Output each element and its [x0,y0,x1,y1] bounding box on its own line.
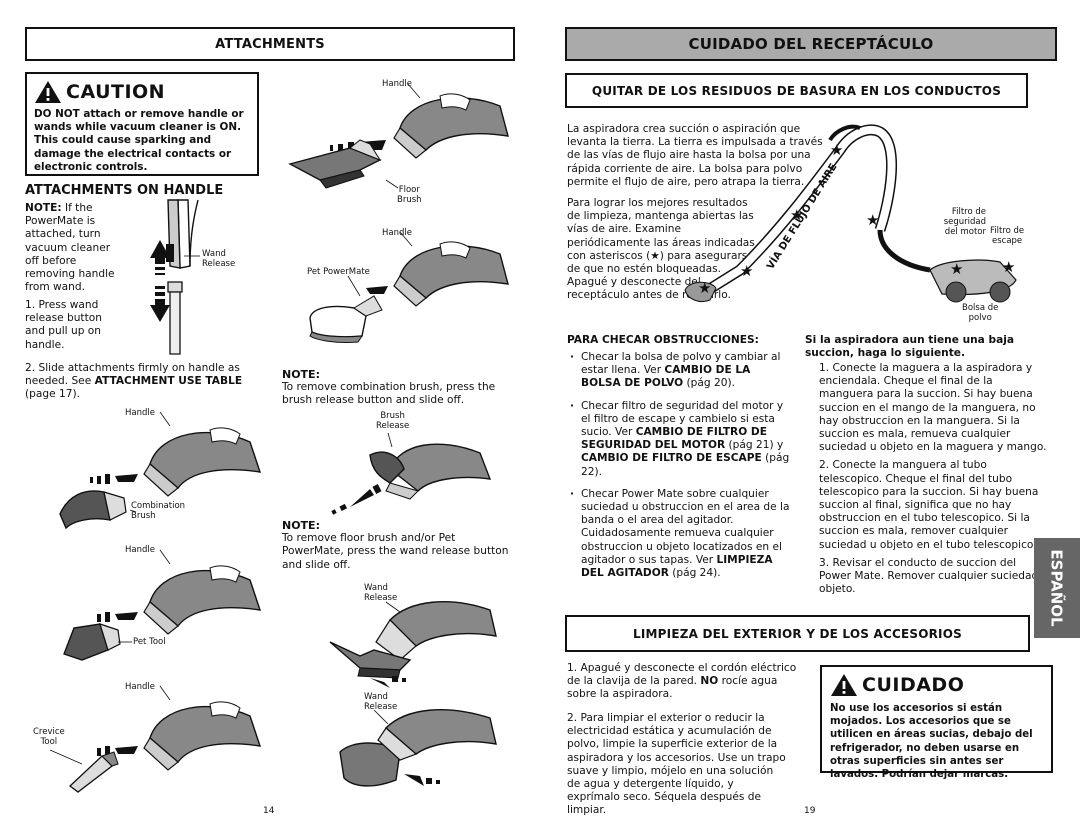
warning-triangle-icon [831,674,857,696]
cuidado-receptaculo-header-text: CUIDADO DEL RECEPTÁCULO [688,35,934,53]
section-2-header-text: LIMPIEZA DEL EXTERIOR Y DE LOS ACCESORIO… [633,626,962,641]
combination-brush-figure [59,411,262,530]
obstrucciones-title: PARA CHECAR OBSTRUCCIONES: [567,334,759,346]
page-number-14: 14 [263,806,275,816]
wand-release-label: Wand Release [202,249,236,269]
floor-brush-removal-figure [329,601,497,688]
step-1: 1. Press wand release button and pull up… [25,299,102,351]
combination-brush-label: Combination Brush [131,501,186,521]
floor-brush-label: Floor Brush [397,185,422,205]
baja-item-3: 3. Revisar el conducto de succion del Po… [819,556,1049,596]
baja-succion-list: 1. Conecte la maguera a la aspiradora y … [805,362,1050,601]
caution-text: DO NOT attach or remove handle or wands … [34,108,250,174]
filtro-escape-label: Filtro de escape [990,226,1025,246]
note-combination-heading: NOTE: [282,368,320,381]
asterisk-6: ★ [950,260,963,278]
handle-label-5: Handle [382,228,412,238]
baja-item-2: 2. Conecte la manguera al tubo telescopi… [819,459,1039,551]
caution-title: CAUTION [66,81,166,103]
note-floor-heading: NOTE: [282,519,320,532]
note-combination-text: To remove combination brush, press the b… [282,381,496,407]
step-2-text-c: (page 17). [25,388,80,401]
section-1-header-text: QUITAR DE LOS RESIDUOS DE BASURA EN LOS … [591,83,1002,98]
asterisk-1: ★ [830,141,843,159]
section-1-header: QUITAR DE LOS RESIDUOS DE BASURA EN LOS … [565,73,1028,108]
attachments-on-handle-title: ATTACHMENTS ON HANDLE [25,183,224,198]
on-handle-note: NOTE: If the PowerMate is attached, turn… [25,202,125,294]
pet-powermate-removal-figure [339,709,497,787]
wand-release-label-3: Wand Release [364,692,398,712]
crevice-tool-figure [49,685,262,793]
para-2: Para lograr los mejores resultados de li… [567,197,755,302]
caution-body: attach or remove handle or wands while v… [34,108,244,173]
note-lead: NOTE: [25,202,62,214]
brush-release-figure [331,432,492,515]
cuidado-title: CUIDADO [862,674,965,696]
handle-label-4: Handle [382,79,412,89]
obstruccion-item-3: Checar Power Mate sobre cualquier sucied… [567,488,792,580]
obstrucciones-list: Checar la bolsa de polvo y cambiar al es… [567,351,792,589]
wand-release-label-2: Wand Release [364,583,398,603]
espanol-tab: ESPAÑOL [1034,538,1080,638]
caution-heading: CAUTION [34,80,250,104]
note-combination: NOTE: To remove combination brush, press… [282,368,502,408]
wand-release-figure [150,199,200,355]
crevice-tool-label: Crevice Tool [33,727,65,747]
obstruccion-item-2: Checar filtro de seguridad del motor y e… [567,400,792,479]
para-1: La aspiradora crea succión o aspiración … [567,123,823,188]
attachments-header: ATTACHMENTS [25,27,515,61]
handle-label-2: Handle [125,545,155,555]
attachments-header-text: ATTACHMENTS [215,36,325,52]
pet-powermate-label: Pet PowerMate [307,267,370,277]
handle-label-1: Handle [125,408,155,418]
pet-tool-label: Pet Tool [133,637,166,647]
step-2: 2. Slide attachments firmly on handle as… [25,362,260,402]
limpieza-item-2: 2. Para limpiar el exterior o reducir la… [567,712,786,817]
handle-label-3: Handle [125,682,155,692]
baja-item-1: 1. Conecte la maguera a la aspiradora y … [819,362,1047,454]
note-floor-text: To remove floor brush and/or Pet PowerMa… [282,532,509,571]
limpieza-item-1: 1. Apagué y desconecte el cordón eléctri… [567,662,797,701]
cuidado-text: No use los accesorios si están mojados. … [830,703,1033,781]
asterisk-5: ★ [698,279,711,297]
note-text: If the PowerMate is attached, turn vacuu… [25,202,115,294]
step-2-link: ATTACHMENT USE TABLE [94,375,243,388]
step-2-text-a: 2. Slide attachments firmly on handle as… [25,362,240,388]
section-2-header: LIMPIEZA DEL EXTERIOR Y DE LOS ACCESORIO… [565,615,1030,652]
cuidado-heading: CUIDADO [830,673,1043,697]
cuidado-receptaculo-header: CUIDADO DEL RECEPTÁCULO [565,27,1057,61]
pet-powermate-figure [309,231,509,343]
espanol-tab-text: ESPAÑOL [1048,549,1067,627]
asterisk-3: ★ [790,206,803,224]
brush-release-label: Brush Release [376,411,410,431]
page-number-19: 19 [804,806,816,816]
asterisk-2: ★ [866,211,879,229]
warning-triangle-icon [35,81,61,103]
cuidado-box: CUIDADO No use los accesorios si están m… [820,665,1053,780]
floor-brush-figure [288,83,509,189]
obstruccion-item-1: Checar la bolsa de polvo y cambiar al es… [567,351,792,391]
filtro-seguridad-label: Filtro de seguridad del motor [943,207,986,237]
baja-succion-title: Si la aspiradora aun tiene una baja succ… [805,334,1015,360]
note-floor: NOTE: To remove floor brush and/or Pet P… [282,519,510,572]
airflow-diagram: VÍA DE FLUJO DE AIRE ★ ★ ★ ★ ★ ★ ★ [684,124,1017,303]
caution-lead: DO NOT [34,108,80,120]
pet-tool-figure [63,549,262,661]
bolsa-polvo-label: Bolsa de polvo [962,303,999,323]
asterisk-4: ★ [740,262,753,280]
caution-box: CAUTION DO NOT attach or remove handle o… [25,72,259,176]
asterisk-7: ★ [1002,258,1015,276]
